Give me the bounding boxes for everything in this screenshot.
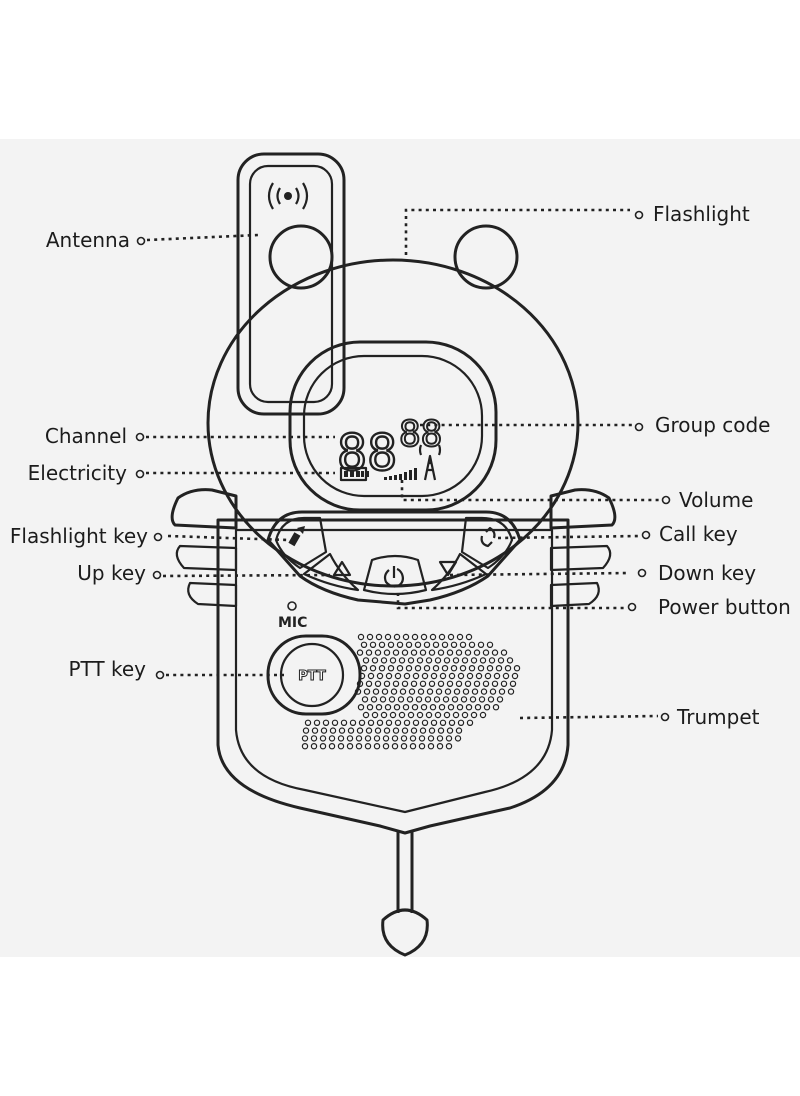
walkie-talkie-device: 88 88 [170, 152, 617, 957]
label-up-key: Up key [77, 561, 146, 585]
call-key[interactable] [460, 516, 514, 570]
power-button[interactable] [362, 554, 428, 596]
signal-icon [267, 182, 309, 210]
label-channel: Channel [45, 424, 127, 448]
flashlight-key[interactable] [274, 516, 328, 570]
speaker-grille [301, 633, 521, 750]
svg-text:MIC: MIC [278, 615, 307, 631]
label-trumpet: Trumpet [676, 705, 760, 729]
label-power-button: Power button [658, 595, 791, 619]
label-ptt-key: PTT key [68, 657, 146, 681]
mic: MIC [278, 601, 307, 631]
battery-icon [339, 466, 369, 482]
ptt-key[interactable]: PTT [266, 634, 362, 716]
label-flashlight-key: Flashlight key [10, 524, 148, 548]
label-down-key: Down key [658, 561, 756, 585]
label-flashlight: Flashlight [653, 202, 750, 226]
phone-icon [480, 526, 496, 548]
label-electricity: Electricity [28, 461, 128, 485]
right-wing [549, 488, 617, 530]
leader-lines [146, 208, 660, 720]
up-arrow-icon [332, 560, 352, 577]
lanyard [381, 830, 429, 957]
label-call-key: Call key [659, 522, 738, 546]
button-arc [266, 510, 522, 606]
screen: 88 88 [288, 340, 498, 512]
label-volume: Volume [679, 488, 753, 512]
right-ear [453, 224, 519, 290]
power-icon [383, 566, 404, 588]
label-group-code: Group code [655, 413, 770, 437]
label-dots [135, 210, 671, 722]
label-antenna: Antenna [46, 228, 130, 252]
up-key[interactable] [302, 552, 360, 592]
volume-bars-icon [384, 468, 417, 480]
ptt-key-label: PTT [298, 669, 326, 684]
down-key[interactable] [430, 552, 488, 592]
diagram-background [0, 139, 800, 957]
down-arrow-icon [438, 560, 458, 577]
left-ear [268, 224, 334, 290]
flashlight-icon [288, 526, 305, 547]
callout-labels: Antenna Flashlight Channel Group code El… [10, 202, 791, 729]
left-wing [170, 488, 238, 530]
device-body [216, 518, 570, 835]
tower-signal-icon [418, 444, 442, 481]
antenna [236, 152, 346, 416]
